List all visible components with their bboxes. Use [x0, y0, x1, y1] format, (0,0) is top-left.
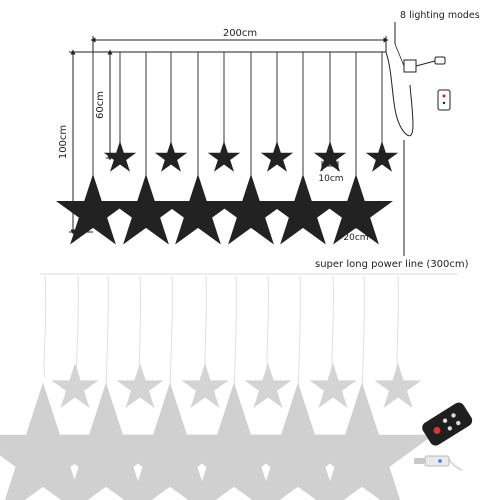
star-icon: [154, 140, 188, 172]
star-icon: [181, 363, 229, 409]
large-star-label: 20cm: [343, 233, 368, 243]
usb-plug-icon: [414, 455, 463, 471]
star-icon: [160, 174, 236, 245]
height-total-label: 100cm: [58, 125, 69, 159]
large-stars: [55, 174, 394, 245]
small-star-label: 10cm: [318, 174, 343, 184]
star-icon: [51, 363, 99, 409]
width-label: 200cm: [223, 28, 257, 39]
star-icon: [318, 174, 394, 245]
short-strands: [119, 52, 383, 152]
star-icon: [260, 140, 294, 172]
power-cable: [385, 51, 414, 137]
star-icon: [290, 382, 434, 500]
star-icon: [116, 363, 164, 409]
star-icon: [207, 140, 241, 172]
star-icon: [162, 382, 306, 500]
remote-icon: [437, 89, 451, 111]
star-icon: [374, 363, 422, 409]
power-line-label: super long power line (300cm): [315, 259, 469, 270]
controller-box: [403, 59, 417, 73]
star-icon: [98, 382, 242, 500]
star-icon: [34, 382, 178, 500]
star-icon: [244, 363, 292, 409]
remote-icon: [422, 402, 473, 446]
photo-strands: [43, 275, 399, 431]
star-icon: [365, 140, 399, 172]
star-icon: [313, 140, 347, 172]
product-photo: [0, 273, 473, 500]
small-stars: [103, 140, 399, 172]
photo-large-stars: [0, 382, 434, 500]
star-icon: [108, 174, 184, 245]
height-short-label: 60cm: [95, 91, 106, 119]
modes-label: 8 lighting modes: [400, 10, 480, 21]
technical-drawing: 200cm 100cm 60cm: [55, 10, 480, 270]
long-strands: [92, 52, 357, 200]
star-icon: [103, 140, 137, 172]
star-icon: [55, 174, 131, 245]
photo-small-stars: [51, 363, 422, 409]
usb-plug-icon: [434, 56, 446, 65]
star-icon: [309, 363, 357, 409]
star-icon: [265, 174, 341, 245]
star-icon: [213, 174, 289, 245]
star-icon: [226, 382, 370, 500]
